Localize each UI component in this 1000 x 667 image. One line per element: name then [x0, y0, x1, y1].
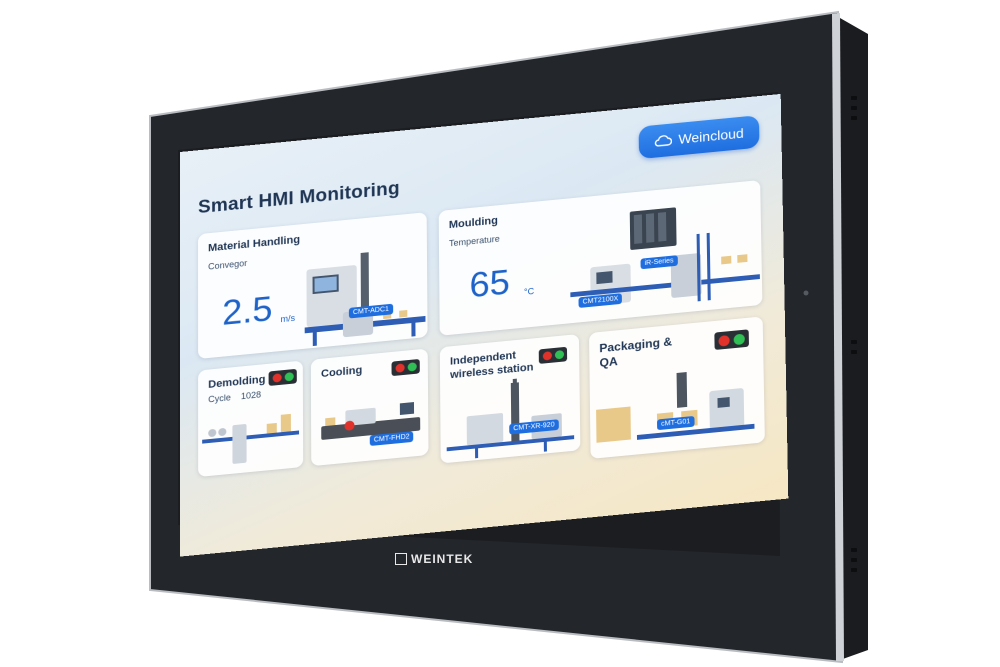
temperature-unit: °C	[523, 286, 535, 297]
green-lamp-icon	[733, 333, 745, 345]
wireless-illustration	[446, 378, 575, 459]
card-subtitle: Convegor	[208, 258, 248, 272]
speed-value: 2.5	[222, 288, 273, 333]
green-lamp-icon	[407, 362, 417, 372]
green-lamp-icon	[284, 372, 294, 382]
cloud-icon	[654, 134, 672, 147]
page-title: Smart HMI Monitoring	[198, 178, 400, 218]
status-lights	[538, 346, 568, 364]
brand-name: WEINTEK	[411, 552, 474, 566]
cycle-label: Cycle	[208, 392, 231, 405]
speed-unit: m/s	[280, 313, 296, 325]
cycle-value: 1028	[240, 389, 262, 402]
status-lights	[268, 368, 297, 386]
card-material-handling[interactable]: Material Handling Convegor 2.5 m/s CMT-A	[198, 212, 428, 359]
cycle-row: Cycle 1028	[208, 390, 261, 405]
weincloud-button[interactable]: Weincloud	[638, 115, 760, 160]
red-lamp-icon	[542, 351, 552, 361]
demolding-illustration	[202, 413, 300, 465]
packaging-illustration	[596, 372, 755, 443]
weintek-logo-icon	[395, 553, 407, 565]
red-lamp-icon	[718, 334, 730, 347]
red-lamp-icon	[272, 373, 282, 383]
cooling-illustration	[321, 402, 421, 440]
card-title: Packaging & QA	[599, 334, 673, 370]
card-packaging-qa[interactable]: Packaging & QA cMT-G01	[589, 316, 765, 459]
weincloud-label: Weincloud	[678, 125, 744, 147]
temperature-value: 65	[469, 261, 510, 305]
card-moulding[interactable]: Moulding Temperature 65 °C	[438, 180, 763, 336]
green-lamp-icon	[554, 349, 564, 360]
card-title: Cooling	[320, 364, 363, 381]
card-demolding[interactable]: Demolding Cycle 1028	[198, 360, 304, 478]
card-subtitle: Temperature	[448, 233, 500, 249]
card-wireless-station[interactable]: Independent wireless station CMT-XR-920	[439, 334, 581, 464]
hmi-screen: Weincloud Smart HMI Monitoring Material …	[179, 93, 789, 557]
status-lights	[391, 358, 420, 377]
red-lamp-icon	[395, 363, 405, 373]
card-cooling[interactable]: Cooling CMT-FHD2	[310, 348, 429, 467]
card-title: Material Handling	[208, 233, 301, 255]
status-lights	[714, 329, 749, 350]
card-title: Moulding	[448, 214, 498, 232]
brand-logo: WEINTEK	[395, 552, 473, 566]
conveyor-illustration	[304, 252, 426, 347]
